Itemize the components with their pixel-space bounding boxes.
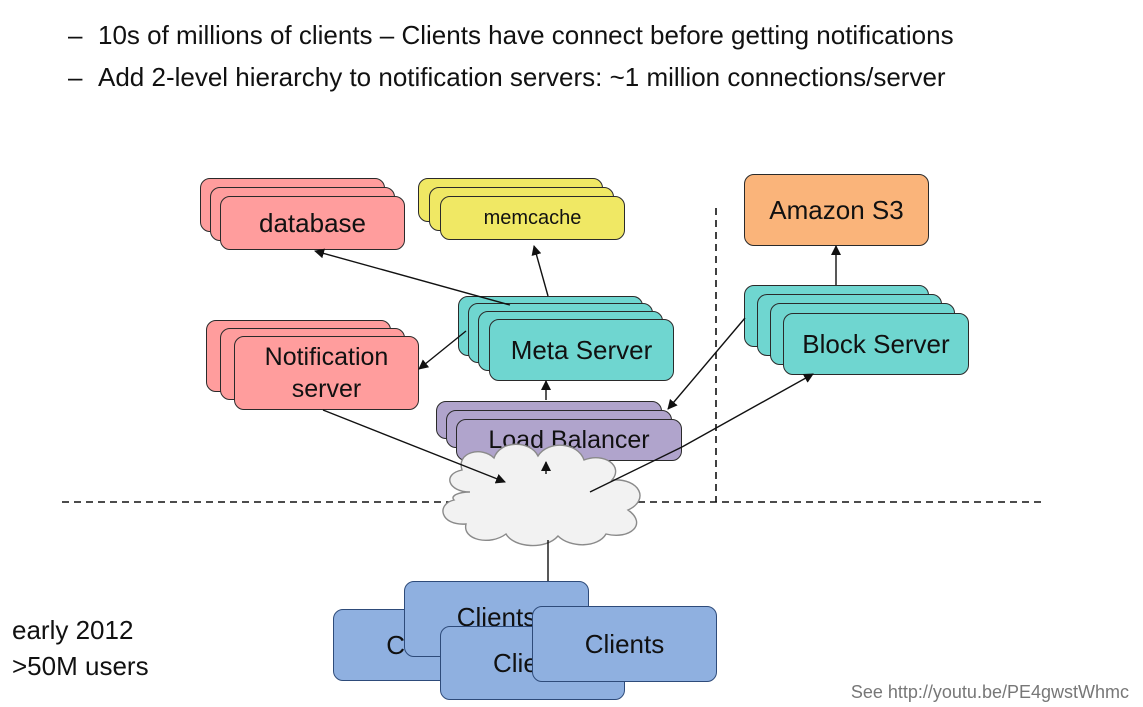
note-line1: early 2012 (12, 615, 134, 645)
arrow-block-to-lb (667, 317, 746, 410)
line-cloud-to-lb-right (589, 446, 683, 493)
arrow-meta-to-notification (418, 330, 467, 370)
amazon-s3-label: Amazon S3 (769, 194, 904, 225)
block-server-label: Block Server (802, 328, 950, 359)
arrow-notification-to-cloud (322, 409, 506, 484)
bullet-list: –10s of millions of clients – Clients ha… (68, 14, 954, 98)
memcache-label: memcache (483, 206, 582, 229)
clients-mid-label: Clie (493, 647, 538, 678)
clients-left-label: C (386, 629, 405, 660)
notification-label-line1: Notification (264, 343, 389, 371)
bullet-text: 10s of millions of clients – Clients hav… (98, 20, 954, 50)
clients-node-front: Clients (532, 606, 717, 682)
source-link[interactable]: See http://youtu.be/PE4gwstWhmc (850, 682, 1129, 702)
timeline-note: early 2012 >50M users (12, 612, 149, 684)
bullet-dash: – (68, 62, 83, 92)
database-node: database (220, 196, 405, 250)
meta-server-node: Meta Server (489, 319, 674, 381)
amazon-s3-node: Amazon S3 (744, 174, 929, 246)
bullet-dash: – (68, 20, 83, 50)
arrow-lb-to-block (681, 373, 814, 448)
clients-front-label: Clients (584, 628, 665, 659)
internet-cloud-icon (442, 443, 641, 547)
note-line2: >50M users (12, 651, 149, 681)
notification-label-line2: server (291, 375, 362, 403)
memcache-node: memcache (440, 196, 625, 240)
meta-server-label: Meta Server (510, 334, 653, 365)
notification-server-node: Notification server (234, 336, 419, 410)
arrow-meta-to-database (314, 248, 511, 306)
block-server-node: Block Server (783, 313, 969, 375)
database-label: database (259, 207, 366, 238)
bullet-item: –Add 2-level hierarchy to notification s… (68, 56, 954, 98)
bullet-item: –10s of millions of clients – Clients ha… (68, 14, 954, 56)
arrow-meta-to-memcache (531, 245, 549, 297)
bullet-text: Add 2-level hierarchy to notification se… (98, 62, 946, 92)
